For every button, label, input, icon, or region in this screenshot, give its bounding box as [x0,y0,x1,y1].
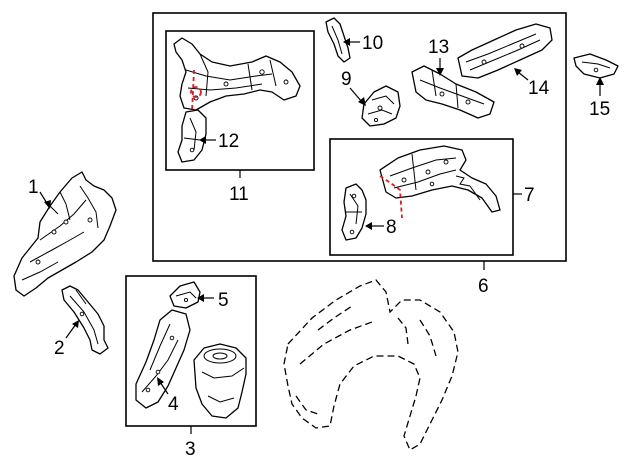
callout-13: 13 [428,37,449,58]
part-4-panel[interactable] [135,309,191,409]
callout-9: 9 [341,69,352,90]
callout-2: 2 [54,338,65,359]
leader-9 [349,87,363,103]
callout-14: 14 [528,78,550,99]
weld-marker-11 [190,86,202,98]
part-10-gusset[interactable] [325,17,351,63]
part-7-side-member[interactable] [379,145,501,213]
callout-6: 6 [478,276,489,297]
part-3-strut-housing[interactable] [193,343,247,419]
fender-reference [283,279,459,451]
part-5-bracket[interactable] [169,281,201,309]
callout-4: 4 [168,394,179,415]
part-12-brace[interactable] [177,109,207,163]
leader-2 [65,323,77,339]
part-14-extension[interactable] [457,23,553,79]
part-9-plate[interactable] [361,85,401,127]
callout-7: 7 [524,185,535,206]
callout-10: 10 [362,33,383,54]
callout-15: 15 [589,99,610,120]
callout-3: 3 [185,439,196,460]
group-frame-7 [329,138,514,256]
callout-8: 8 [386,217,397,238]
leader-4 [159,381,169,395]
callout-11: 11 [229,184,249,205]
callout-5: 5 [218,290,229,311]
part-11-upper-member[interactable] [173,37,301,111]
callout-12: 12 [218,131,239,152]
part-15-bracket[interactable] [573,53,619,79]
leader-14 [517,71,529,81]
weld-marker-7 [379,175,403,219]
part-2-bracket[interactable] [61,285,109,355]
group-frame-6 [152,12,567,262]
callout-1: 1 [28,177,39,198]
part-8-brace[interactable] [341,183,367,241]
part-1-apron[interactable] [13,171,117,297]
